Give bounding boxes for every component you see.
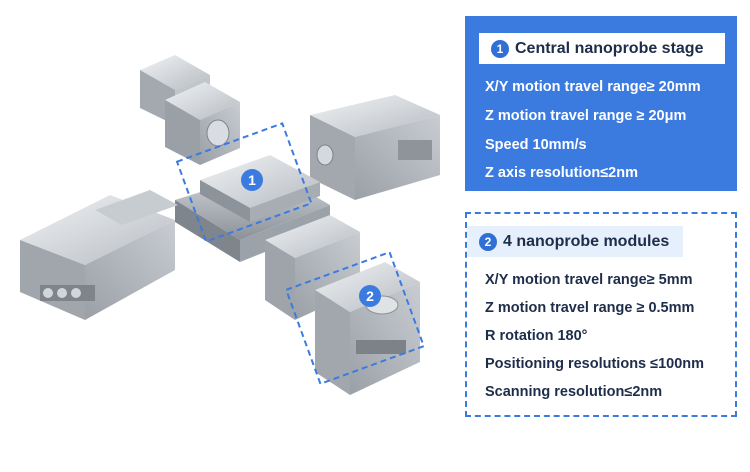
bottom-probe-module — [265, 215, 420, 395]
modules-spec-scanning: Scanning resolution≤2nm — [485, 384, 663, 400]
modules-spec-xy: X/Y motion travel range≥ 5mm — [485, 272, 693, 288]
top-probe-module — [140, 55, 240, 165]
modules-spec-z: Z motion travel range ≥ 0.5mm — [485, 300, 695, 316]
modules-spec-rotation: R rotation 180° — [485, 328, 588, 344]
right-probe-module — [310, 95, 440, 200]
modules-title: 4 nanoprobe modules — [503, 232, 670, 250]
marker-1-label: 1 — [248, 172, 256, 188]
central-stage-spec-z: Z motion travel range ≥ 20μm — [485, 108, 687, 124]
marker-1: 1 — [241, 169, 263, 191]
modules-panel: 2 4 nanoprobe modules X/Y motion travel … — [465, 212, 737, 417]
central-stage-spec-xy: X/Y motion travel range≥ 20mm — [485, 79, 701, 95]
central-stage-panel: 1 Central nanoprobe stage X/Y motion tra… — [465, 16, 737, 191]
highlight-box-2 — [284, 250, 426, 386]
central-stage-title-bar: 1 Central nanoprobe stage — [479, 33, 725, 64]
central-stage-title: Central nanoprobe stage — [515, 39, 704, 57]
marker-2-label: 2 — [366, 288, 374, 304]
highlight-box-1 — [175, 122, 313, 243]
nanoprobe-stage-illustration: 1 2 — [20, 55, 440, 395]
modules-spec-positioning: Positioning resolutions ≤100nm — [485, 356, 705, 372]
central-stage-spec-speed: Speed 10mm/s — [485, 137, 587, 153]
central-stage-number-badge: 1 — [491, 39, 509, 58]
left-probe-module — [20, 190, 178, 320]
marker-2: 2 — [359, 285, 381, 307]
modules-title-bar: 2 4 nanoprobe modules — [467, 226, 683, 257]
modules-number-badge: 2 — [479, 232, 497, 251]
central-stage-spec-z-resolution: Z axis resolution≤2nm — [485, 165, 638, 181]
